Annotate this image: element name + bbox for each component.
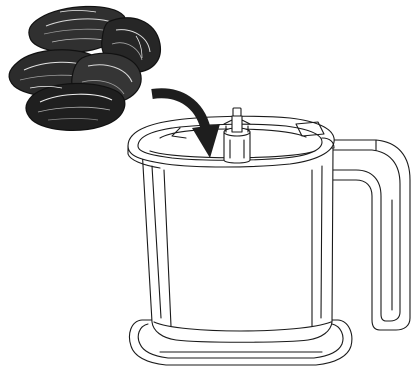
jug-body (142, 148, 333, 342)
jug-handle (330, 140, 410, 330)
coffee-bean (26, 83, 125, 130)
coffee-beans-icon (9, 6, 160, 130)
grinder-jug-icon (128, 108, 410, 365)
